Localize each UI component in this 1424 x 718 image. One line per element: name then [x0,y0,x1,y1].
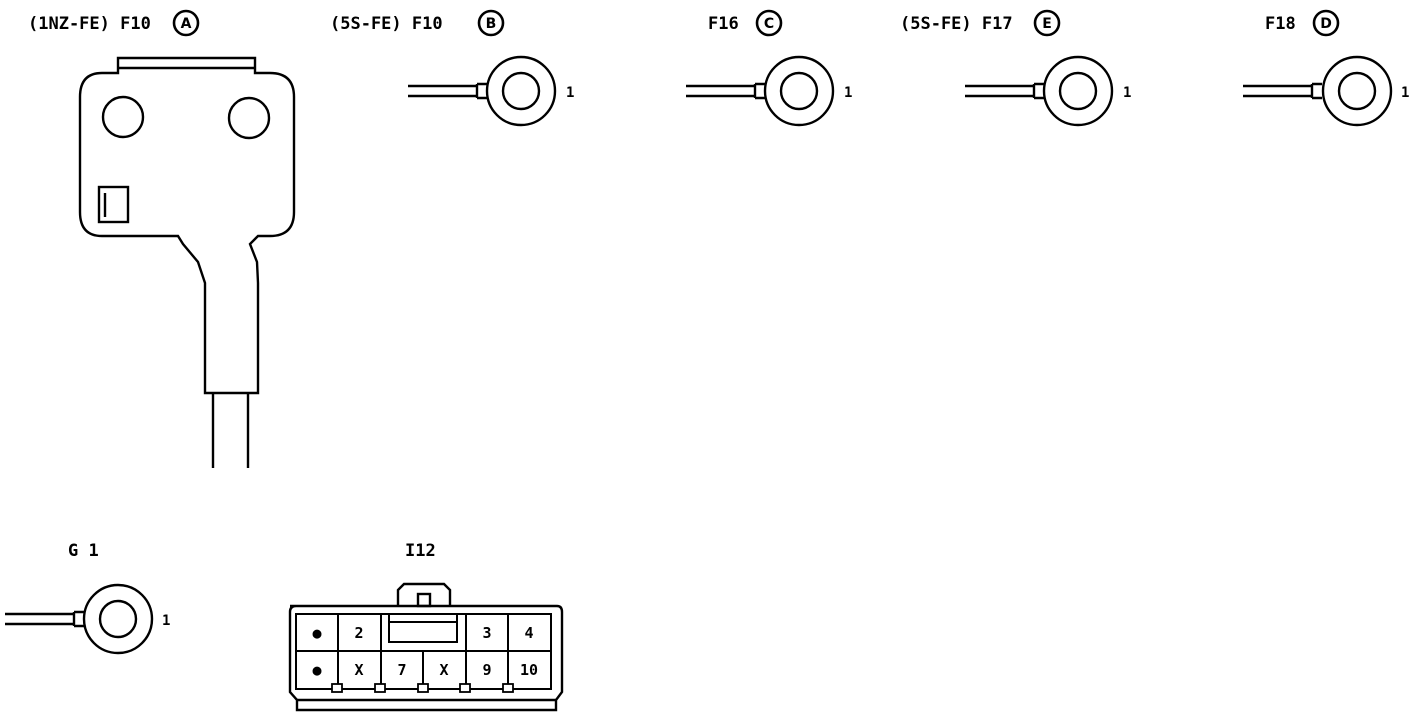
connector-housing [288,604,564,712]
cavity-label: 4 [524,624,533,642]
terminal-tab [459,683,471,693]
connector-latch [396,582,452,606]
ring-terminal [82,583,154,655]
connector-badge: B [486,16,497,32]
badge-circle [755,9,783,37]
connector-label: (1NZ-FE) F10 [28,14,151,34]
ring-terminal [1042,55,1114,127]
connector-f18: F18 D 1 [1243,9,1409,127]
cavity-label: 3 [482,624,491,642]
pin-number: 1 [844,85,852,101]
ring-terminal-hole [779,71,819,111]
cavity-label: 10 [520,661,538,679]
pin-number: 1 [1123,85,1131,101]
connector-label: (5S-FE) F17 [900,14,1013,34]
connector-label: I12 [405,541,436,561]
connector-badge: E [1042,16,1052,32]
terminal-crimp [753,82,765,100]
ring-terminal-hole [1337,71,1377,111]
pin-number: 1 [162,613,170,629]
ring-terminal-hole [501,71,541,111]
terminal-tab [374,683,386,693]
pin-number: 1 [566,85,574,101]
latch-window [416,592,432,608]
ring-terminal [763,55,835,127]
terminal-crimp [475,82,487,100]
cavity-label: 9 [482,661,491,679]
terminal-tab [417,683,429,693]
connector-label: F18 [1265,14,1296,34]
connector-g1: G 1 1 [5,541,170,655]
terminal-crimp [1032,82,1044,100]
cavity-label: ● [312,661,321,679]
terminal-tab [502,683,514,693]
sensor-body-outline [78,56,296,395]
mounting-hole [227,96,271,140]
key-block [388,613,458,643]
badge-circle [477,9,505,37]
cavity-label: 2 [354,624,363,642]
terminal-crimp [1310,82,1322,100]
connector-label: G 1 [68,541,99,561]
ring-terminal [1321,55,1393,127]
connector-label: (5S-FE) F10 [330,14,443,34]
cavity-label: 7 [397,661,406,679]
cavity-label: X [439,661,448,679]
connector-f10-a: (1NZ-FE) F10 A [28,9,296,468]
connector-f17: (5S-FE) F17 E 1 [900,9,1131,127]
lock-tab [97,185,130,224]
terminal-crimp [72,610,84,628]
connector-badge: A [181,16,192,32]
connector-f10-b: (5S-FE) F10 B 1 [330,9,574,127]
badge-circle [172,9,200,37]
ring-terminal-hole [1058,71,1098,111]
badge-circle [1033,9,1061,37]
cavity-label: X [354,661,363,679]
connector-badge: D [1320,16,1332,32]
ring-terminal-hole [98,599,138,639]
connector-label: F16 [708,14,739,34]
pin-number: 1 [1401,85,1409,101]
connector-i12: I12 ● 2 3 4 ● X 7 X 9 10 [288,541,564,712]
cavity-label: ● [312,624,321,642]
connector-f16: F16 C 1 [686,9,852,127]
terminal-tab [331,683,343,693]
mounting-hole [101,95,145,139]
connector-badge: C [764,16,774,32]
ring-terminal [485,55,557,127]
badge-circle [1312,9,1340,37]
